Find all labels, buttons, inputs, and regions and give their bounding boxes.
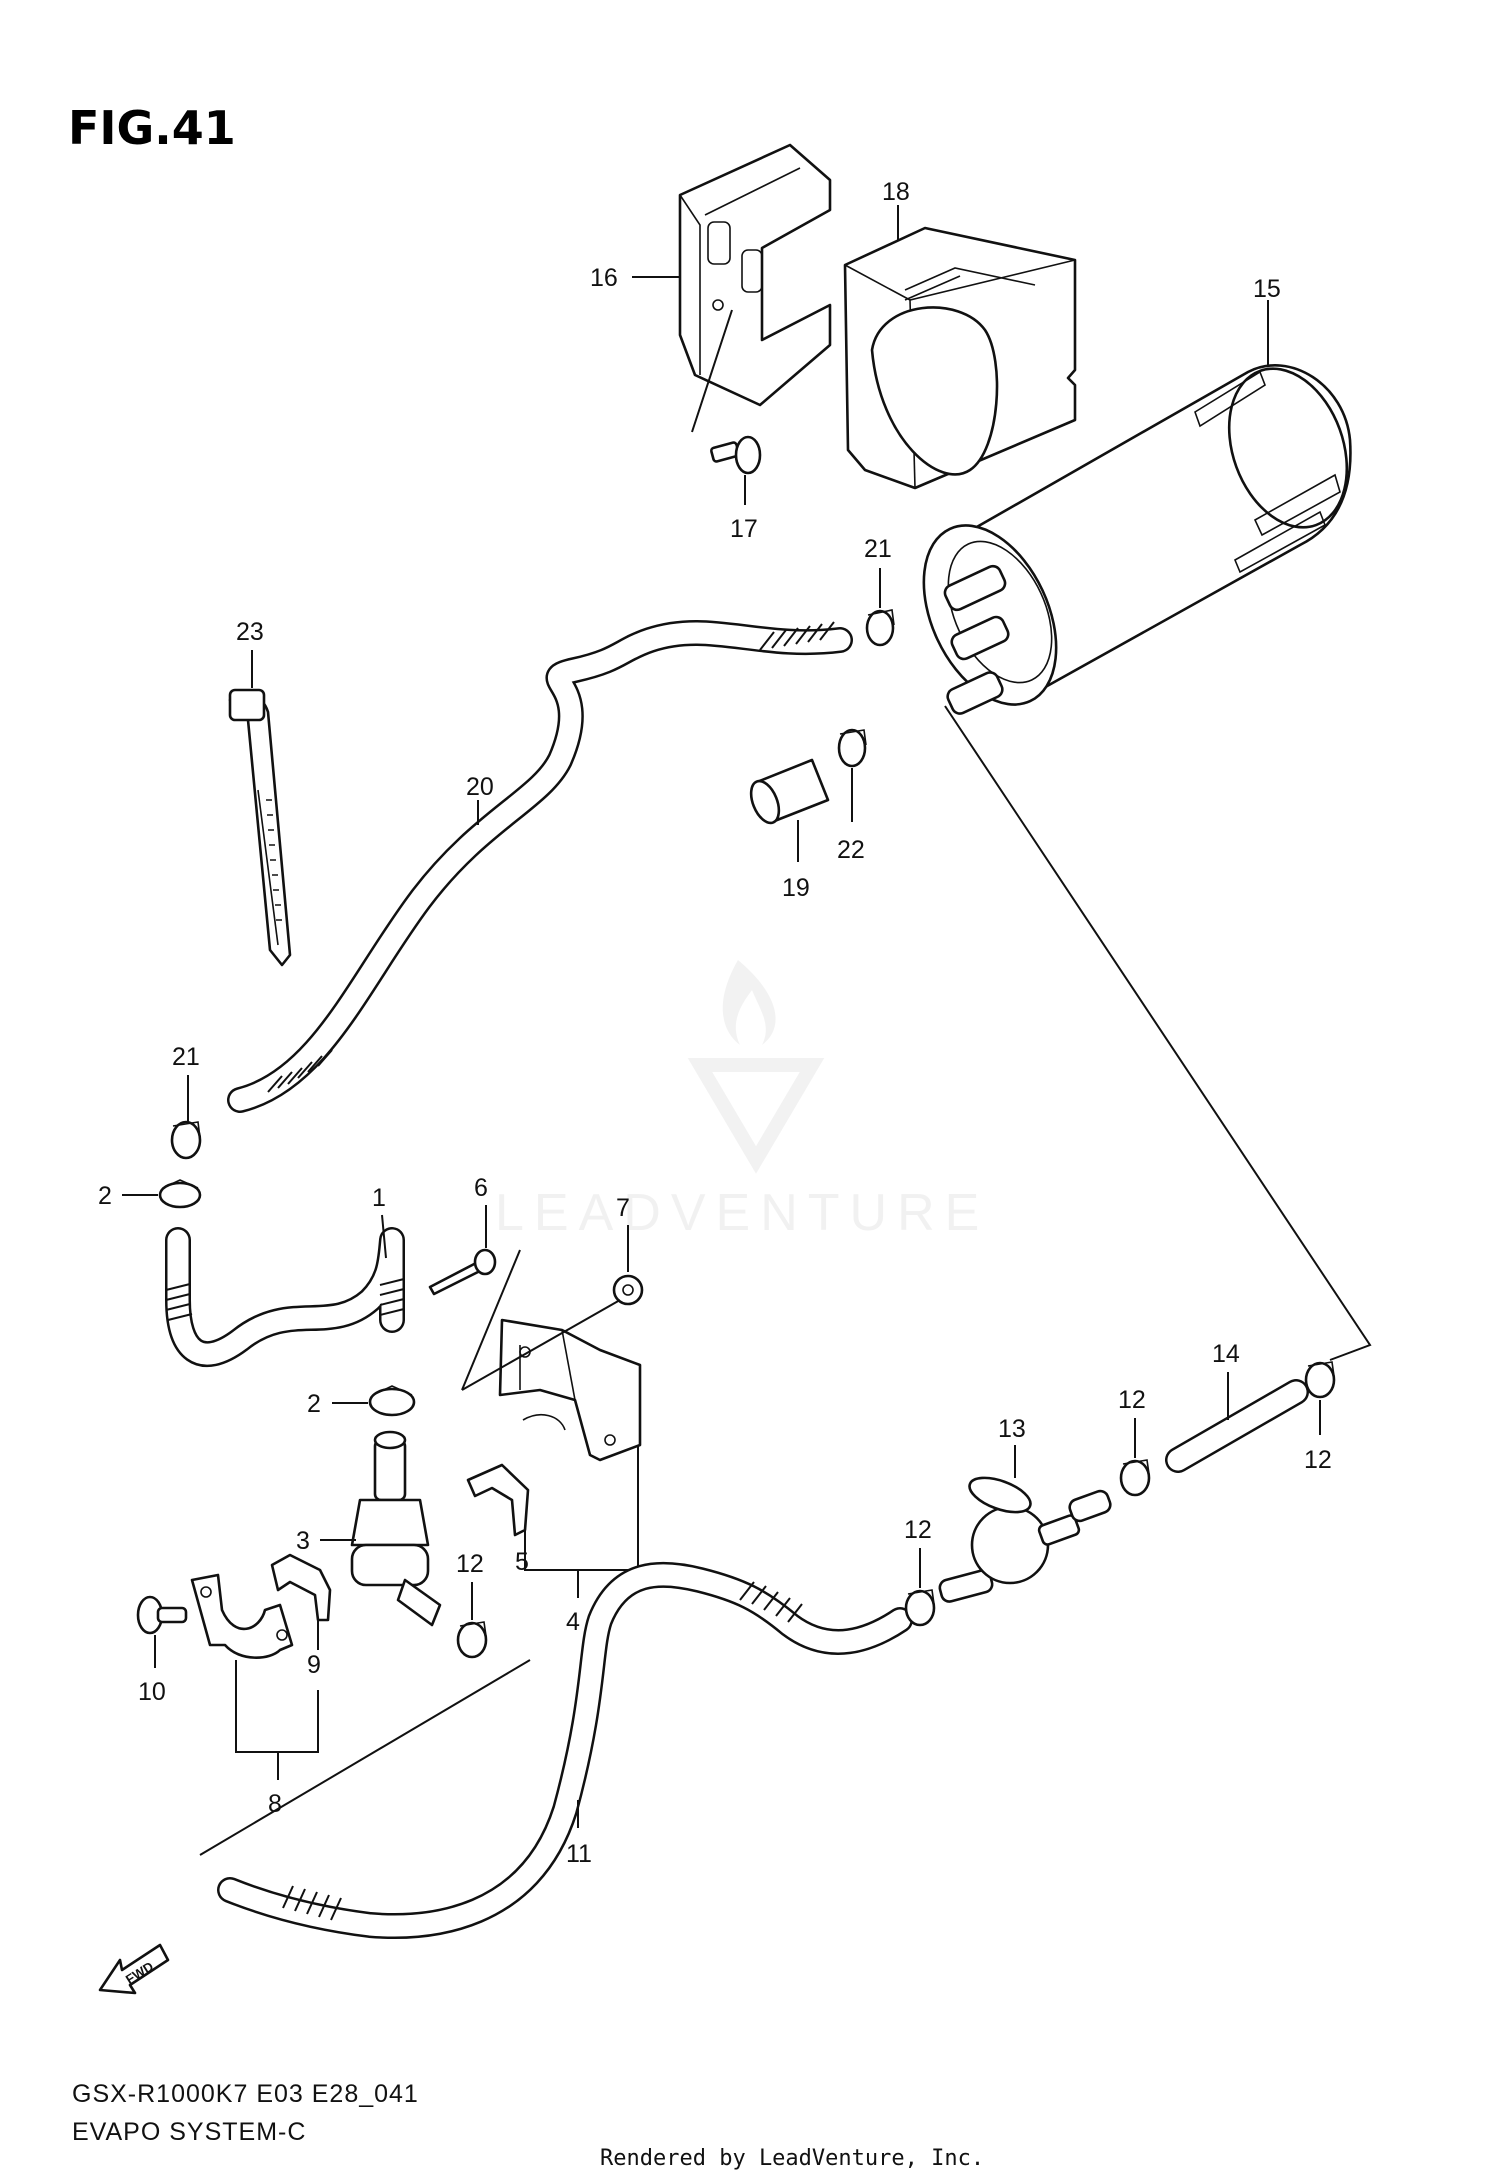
part-7-washer[interactable]	[612, 1274, 644, 1306]
part-21-clamp-left[interactable]	[170, 1120, 202, 1160]
part-4-bracket[interactable]	[498, 1318, 642, 1462]
part-19-cap[interactable]	[746, 758, 830, 827]
part-12-clamp-a[interactable]	[456, 1621, 488, 1659]
part-10-screw[interactable]	[136, 1595, 188, 1635]
leader-4	[524, 1445, 639, 1571]
part-14-hose[interactable]	[1165, 1379, 1309, 1473]
callout-4: 4	[566, 1608, 580, 1636]
callout-12-b: 12	[904, 1516, 932, 1544]
part-13-valve[interactable]	[938, 1471, 1113, 1603]
section-name: EVAPO SYSTEM-C	[72, 2118, 306, 2146]
part-2-clamp-upper[interactable]	[158, 1179, 202, 1209]
part-16-bracket[interactable]	[678, 143, 832, 407]
part-17-screw[interactable]	[710, 435, 762, 475]
callout-17: 17	[730, 515, 758, 543]
footer-credit: Rendered by LeadVenture, Inc.	[600, 2146, 984, 2171]
part-11-hose[interactable]	[217, 1561, 913, 1940]
figure-title: FIG.41	[68, 101, 236, 155]
callout-22: 22	[837, 836, 865, 864]
watermark-text: LEADVENTURE	[495, 1184, 989, 1242]
callout-11: 11	[566, 1840, 592, 1868]
part-9-clip[interactable]	[270, 1553, 332, 1622]
callout-12-a: 12	[456, 1550, 484, 1578]
part-20-hose[interactable]	[227, 619, 853, 1113]
callout-20: 20	[466, 773, 494, 801]
part-15-canister[interactable]	[897, 352, 1367, 725]
callout-16: 16	[590, 264, 618, 292]
callout-15: 15	[1253, 275, 1281, 303]
leader-canister-12	[944, 705, 1372, 1361]
callout-23: 23	[236, 618, 264, 646]
model-code: GSX-R1000K7 E03 E28_041	[72, 2080, 419, 2108]
fwd-arrow-icon: FWD	[98, 1943, 170, 1995]
callout-2-upper: 2	[98, 1182, 112, 1210]
part-23-tie-strap[interactable]	[228, 688, 292, 967]
part-3-valve[interactable]	[350, 1430, 442, 1627]
part-6-pin[interactable]	[428, 1248, 497, 1296]
callout-21-top: 21	[864, 535, 892, 563]
callout-18: 18	[882, 178, 910, 206]
callout-1: 1	[372, 1184, 386, 1212]
callout-14: 14	[1212, 1340, 1240, 1368]
callout-7: 7	[616, 1194, 630, 1222]
part-1-hose[interactable]	[165, 1227, 405, 1368]
callout-13: 13	[998, 1415, 1026, 1443]
leader-16-17	[691, 309, 733, 433]
part-12-clamp-b[interactable]	[904, 1589, 936, 1627]
leader-6-7-a	[461, 1249, 521, 1391]
leader-8	[235, 1660, 319, 1753]
leader-6-7-b	[461, 1299, 621, 1391]
part-18-cover[interactable]	[843, 226, 1077, 490]
part-12-clamp-c[interactable]	[1119, 1459, 1151, 1497]
part-22-clamp[interactable]	[837, 728, 867, 768]
leader-1	[381, 1214, 387, 1259]
callout-21-left: 21	[172, 1043, 200, 1071]
part-8-clamp[interactable]	[190, 1573, 294, 1659]
callout-2-lower: 2	[307, 1390, 321, 1418]
callout-5: 5	[515, 1548, 529, 1576]
part-21-clamp-top[interactable]	[865, 609, 895, 647]
watermark-logo: LEADVENTURE	[495, 960, 989, 1242]
callout-12-d: 12	[1304, 1446, 1332, 1474]
callout-3: 3	[296, 1527, 310, 1555]
callout-8: 8	[268, 1790, 282, 1818]
part-2-clamp-lower[interactable]	[368, 1385, 416, 1417]
part-5-clip[interactable]	[466, 1463, 530, 1537]
callout-19: 19	[782, 874, 810, 902]
leader-hose-11-a	[199, 1659, 531, 1856]
callout-12-c: 12	[1118, 1386, 1146, 1414]
callout-9: 9	[307, 1651, 321, 1679]
part-12-clamp-d[interactable]	[1304, 1361, 1336, 1399]
callout-6: 6	[474, 1174, 488, 1202]
callout-10: 10	[138, 1678, 166, 1706]
